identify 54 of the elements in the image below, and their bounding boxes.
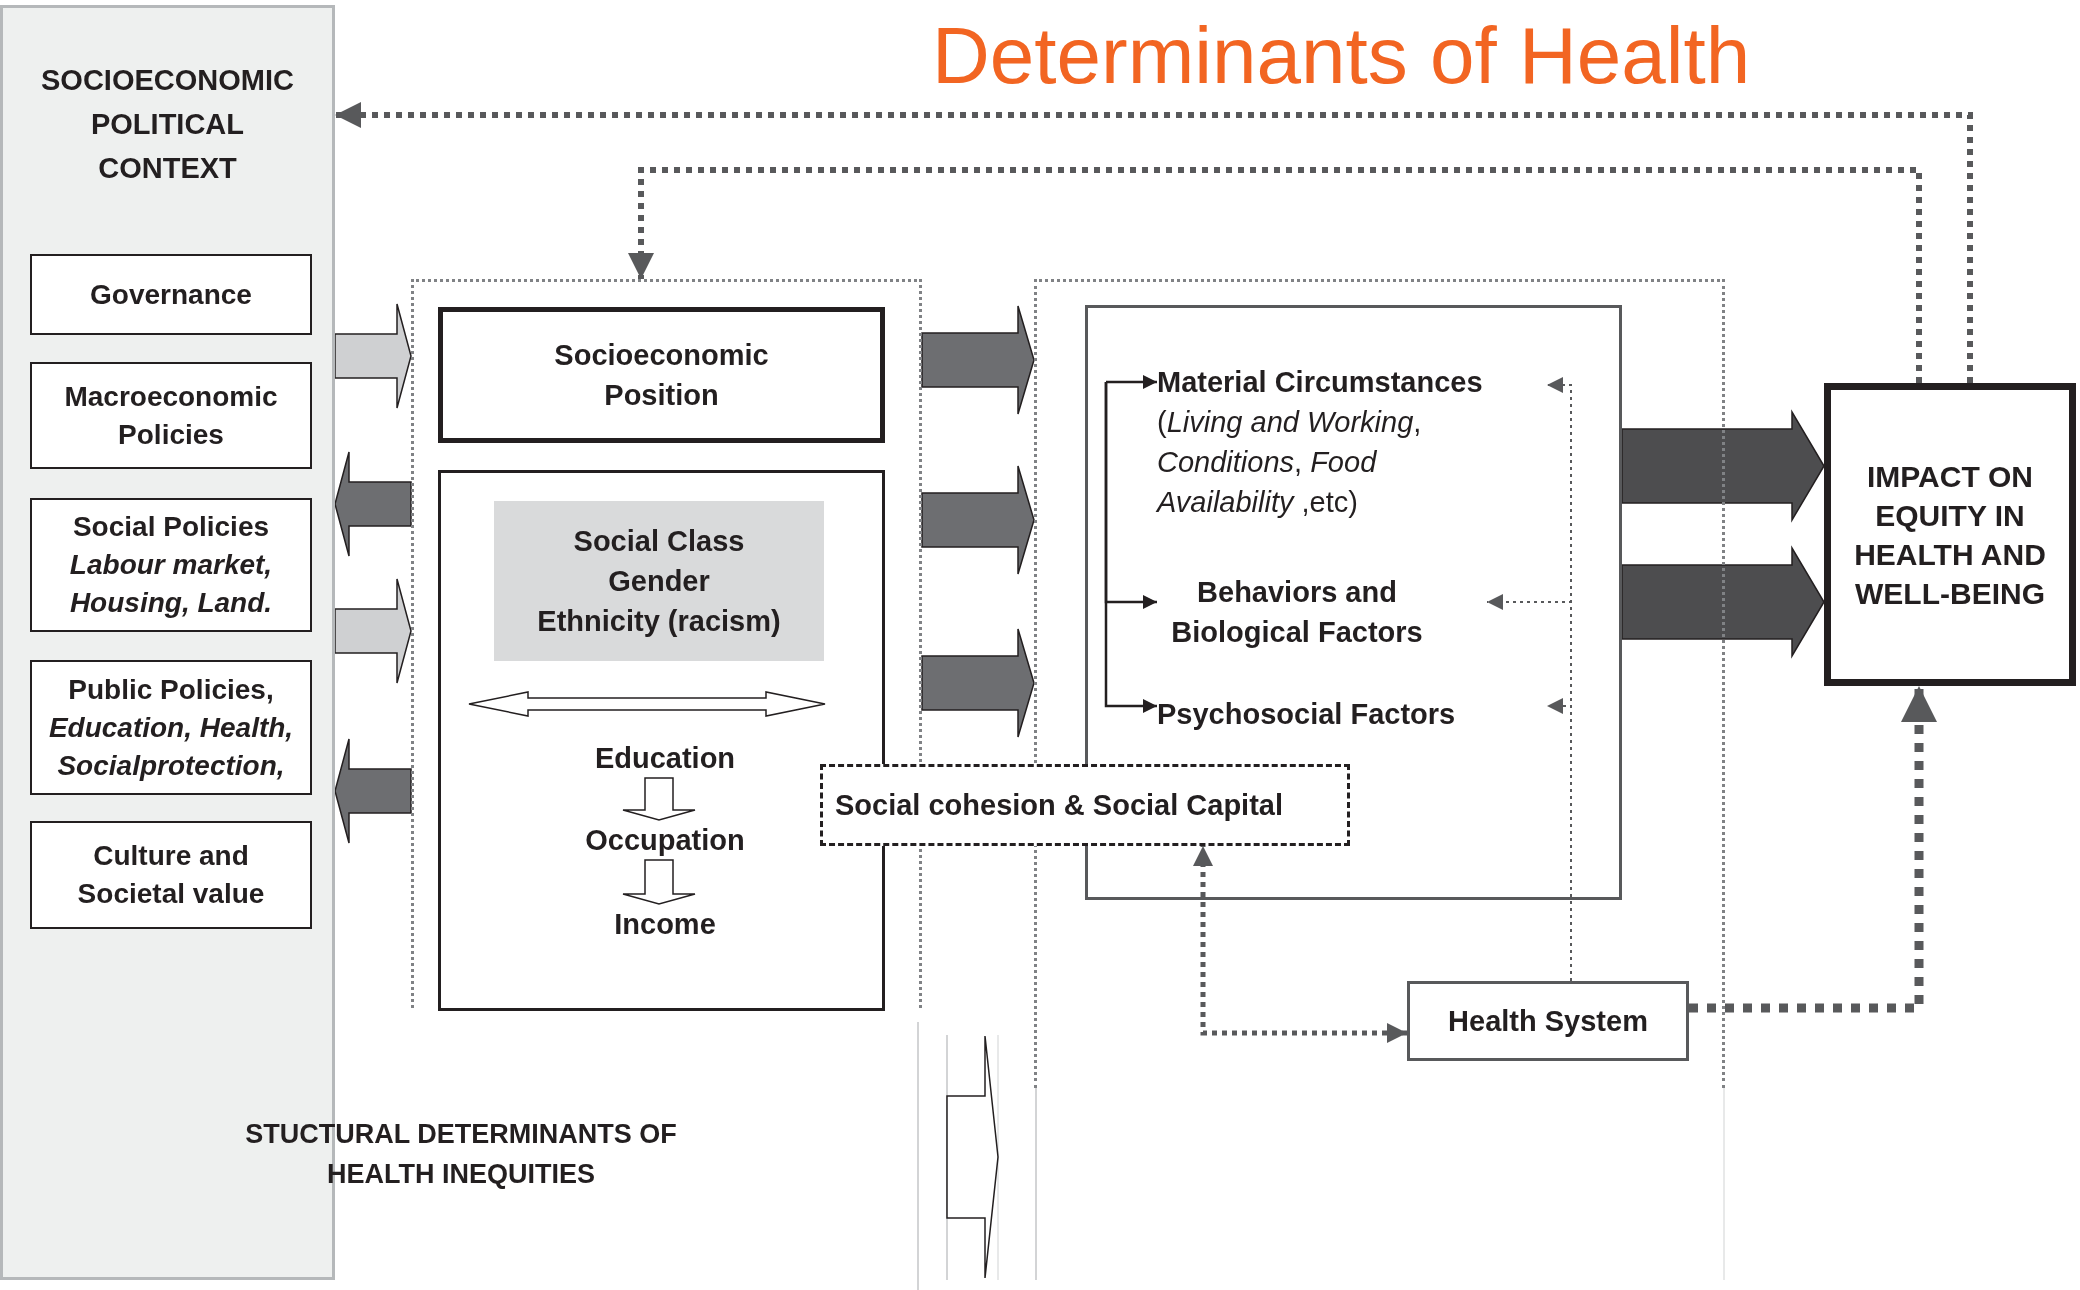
diagram-title: Determinants of Health <box>932 10 1751 102</box>
section-label: STUCTURAL DETERMINANTS OF HEALTH INEQUITIES <box>244 1118 678 1191</box>
block-arrow <box>1621 409 1825 523</box>
box-label: Health System <box>1448 1004 1648 1039</box>
arrow <box>1106 375 1157 389</box>
box-label: Macroeconomic Policies <box>63 379 279 452</box>
block-arrow <box>1621 545 1825 659</box>
text-label: Psychosocial Factors <box>1157 694 1547 734</box>
panel-heading: SOCIOECONOMIC POLITICAL CONTEXT <box>40 63 295 186</box>
block-arrow <box>334 738 412 844</box>
list-item: Gender <box>608 564 710 599</box>
policy-box <box>30 660 312 795</box>
shaded-box <box>494 501 824 661</box>
dotted-group-frame <box>411 279 922 1008</box>
dotted-arrow <box>335 102 1973 383</box>
health-system-box <box>1407 981 1689 1061</box>
text-label: (Living and Working, Conditions, Food Availability ,etc) <box>1157 405 1423 520</box>
box-sublabel: Education, Health, Socialprotection, <box>47 710 295 783</box>
dotted-arrow <box>1193 846 1407 1043</box>
text-label: Income <box>565 904 765 944</box>
box-label: IMPACT ON EQUITY IN HEALTH AND WELL-BEING <box>1854 458 2046 612</box>
box-label: Social cohesion & Social Capital <box>835 788 1283 823</box>
box-sublabel: Labour market, Housing, Land. <box>68 548 274 620</box>
text-label: Behaviors and Biological Factors <box>1157 572 1487 652</box>
list-item: Social Class <box>573 524 745 559</box>
text-label: Education <box>565 738 765 778</box>
frame-box <box>1085 305 1622 900</box>
block-arrow <box>921 628 1035 738</box>
policy-box <box>30 254 312 335</box>
position-box <box>438 307 885 443</box>
box-label: Governance <box>90 277 252 312</box>
block-arrow <box>921 305 1035 415</box>
block-arrow <box>334 451 412 557</box>
dotted-arrow <box>1689 686 1937 1013</box>
box-label: Public Policies, <box>68 672 274 707</box>
text-label: Material Circumstances <box>1157 365 1484 400</box>
dashed-box <box>820 764 1350 846</box>
policy-box <box>30 498 312 632</box>
block-arrow <box>334 578 412 684</box>
block-arrow <box>622 777 696 821</box>
box-label: Socioeconomic Position <box>553 338 770 413</box>
block-arrow <box>334 303 412 409</box>
list-item: Ethnicity (racism) <box>537 604 781 639</box>
arrow <box>1104 382 1157 713</box>
box-label: Culture and Societal value <box>76 839 266 911</box>
impact-box <box>1824 383 2076 686</box>
text-label: Occupation <box>565 820 765 860</box>
dotted-arrow <box>628 167 1922 383</box>
policy-box <box>30 362 312 469</box>
dotted-arrow <box>1546 698 1572 982</box>
block-arrow <box>622 859 696 905</box>
box-label: Social Policies <box>72 510 270 544</box>
policy-box <box>30 821 312 929</box>
block-arrow <box>921 465 1035 575</box>
